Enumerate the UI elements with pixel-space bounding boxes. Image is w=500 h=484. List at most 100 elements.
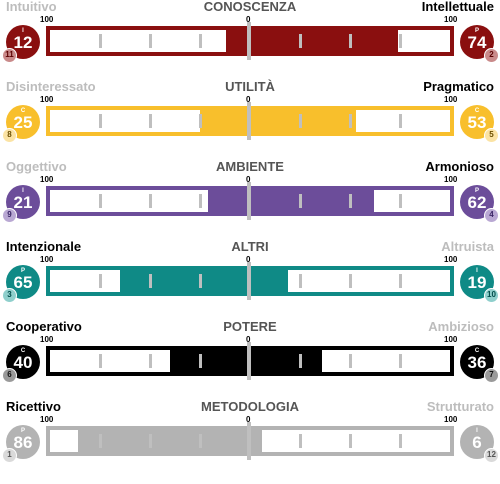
center-line bbox=[247, 22, 251, 60]
bar-gridline bbox=[349, 274, 352, 288]
left-pole-label: Ricettivo bbox=[6, 399, 61, 414]
right-badge-letter: I bbox=[476, 268, 478, 274]
right-rank-badge: 5 bbox=[484, 128, 499, 143]
right-pole-label: Intellettuale bbox=[421, 0, 494, 14]
bar-gridline bbox=[349, 34, 352, 48]
bar-gridline bbox=[299, 434, 302, 448]
bar-gridline bbox=[349, 194, 352, 208]
score-fill bbox=[226, 30, 398, 52]
right-pole-label: Armonioso bbox=[425, 159, 494, 174]
bar-gridline bbox=[99, 354, 102, 368]
dimension-title: ALTRI bbox=[231, 239, 269, 254]
right-badge-value: 62 bbox=[467, 193, 487, 212]
scale-right-label: 100 bbox=[444, 15, 458, 24]
scale-center-label: 0 bbox=[246, 95, 251, 104]
bar-gridline bbox=[299, 194, 302, 208]
bar-gridline bbox=[399, 274, 402, 288]
left-rank-badge: 1 bbox=[2, 448, 17, 463]
bar-gridline bbox=[299, 114, 302, 128]
left-badge-letter: P bbox=[20, 428, 25, 434]
score-fill bbox=[120, 270, 288, 292]
left-rank-badge: 9 bbox=[2, 208, 17, 223]
bar-gridline bbox=[199, 434, 202, 448]
dimension-title: CONOSCENZA bbox=[203, 0, 297, 14]
scale-right-label: 100 bbox=[444, 255, 458, 264]
bar-gridline bbox=[299, 274, 302, 288]
scale-center-label: 0 bbox=[246, 415, 251, 424]
scale-left-label: 100 bbox=[40, 255, 54, 264]
center-line bbox=[247, 262, 251, 300]
dimension-row-4: Intenzionale ALTRI Altruista 100 0 100 P… bbox=[0, 240, 500, 320]
right-badge-value: 36 bbox=[467, 353, 487, 372]
right-badge-value: 6 bbox=[472, 433, 482, 452]
left-badge-letter: C bbox=[20, 348, 26, 354]
bar-gridline bbox=[349, 114, 352, 128]
left-pole-label: Disinteressato bbox=[6, 79, 96, 94]
left-rank-badge: 11 bbox=[2, 48, 17, 63]
center-line bbox=[247, 342, 251, 380]
scale-right-label: 100 bbox=[444, 175, 458, 184]
bar-gridline bbox=[399, 434, 402, 448]
right-score-badge: P 74 bbox=[460, 25, 494, 59]
left-rank-badge: 6 bbox=[2, 368, 17, 383]
bar-gridline bbox=[199, 194, 202, 208]
center-line bbox=[247, 422, 251, 460]
scale-left-label: 100 bbox=[40, 15, 54, 24]
bar-gridline bbox=[149, 274, 152, 288]
right-badge-letter: P bbox=[474, 188, 479, 194]
dimension-row-3: Oggettivo AMBIENTE Armonioso 100 0 100 I… bbox=[0, 160, 500, 240]
right-rank-badge: 7 bbox=[484, 368, 499, 383]
right-badge-letter: C bbox=[474, 348, 480, 354]
right-pole-label: Altruista bbox=[441, 239, 494, 254]
left-badge-letter: P bbox=[20, 268, 25, 274]
left-pole-label: Oggettivo bbox=[6, 159, 67, 174]
bar-gridline bbox=[399, 34, 402, 48]
bar-gridline bbox=[149, 194, 152, 208]
bar-gridline bbox=[149, 434, 152, 448]
scale-left-label: 100 bbox=[40, 175, 54, 184]
right-pole-label: Strutturato bbox=[426, 399, 494, 414]
bar-gridline bbox=[99, 34, 102, 48]
right-rank-badge: 2 bbox=[484, 48, 499, 63]
right-rank-badge: 10 bbox=[484, 288, 499, 303]
bar-gridline bbox=[99, 114, 102, 128]
center-line bbox=[247, 182, 251, 220]
scale-left-label: 100 bbox=[40, 95, 54, 104]
bar-gridline bbox=[399, 114, 402, 128]
left-badge-letter: I bbox=[22, 188, 24, 194]
left-rank-badge: 8 bbox=[2, 128, 17, 143]
bar-gridline bbox=[149, 354, 152, 368]
scale-left-label: 100 bbox=[40, 415, 54, 424]
dimension-title: METODOLOGIA bbox=[201, 399, 299, 414]
center-line bbox=[247, 102, 251, 140]
bar-gridline bbox=[199, 34, 202, 48]
scale-right-label: 100 bbox=[444, 95, 458, 104]
bar-gridline bbox=[149, 114, 152, 128]
right-rank-badge: 12 bbox=[484, 448, 499, 463]
scale-center-label: 0 bbox=[246, 335, 251, 344]
dimension-row-2: Disinteressato UTILITÀ Pragmatico 100 0 … bbox=[0, 80, 500, 160]
dimension-row-1: Intuitivo CONOSCENZA Intellettuale 100 0… bbox=[0, 0, 500, 80]
bar-gridline bbox=[99, 274, 102, 288]
left-badge-value: 86 bbox=[13, 433, 33, 452]
bar-gridline bbox=[99, 434, 102, 448]
left-rank-badge: 3 bbox=[2, 288, 17, 303]
score-fill bbox=[78, 430, 262, 452]
left-badge-value: 21 bbox=[13, 193, 33, 212]
left-badge-value: 65 bbox=[13, 273, 33, 292]
bar-gridline bbox=[199, 274, 202, 288]
bar-gridline bbox=[349, 354, 352, 368]
dimension-title: AMBIENTE bbox=[216, 159, 284, 174]
scale-center-label: 0 bbox=[246, 255, 251, 264]
bar-gridline bbox=[149, 34, 152, 48]
bar-gridline bbox=[199, 354, 202, 368]
dimension-title: POTERE bbox=[223, 319, 277, 334]
bar-gridline bbox=[99, 194, 102, 208]
scale-left-label: 100 bbox=[40, 335, 54, 344]
right-badge-letter: P bbox=[474, 28, 479, 34]
bar-gridline bbox=[199, 114, 202, 128]
right-pole-label: Ambizioso bbox=[428, 319, 494, 334]
left-score-badge: I 12 bbox=[6, 25, 40, 59]
bar-gridline bbox=[399, 354, 402, 368]
scale-center-label: 0 bbox=[246, 15, 251, 24]
